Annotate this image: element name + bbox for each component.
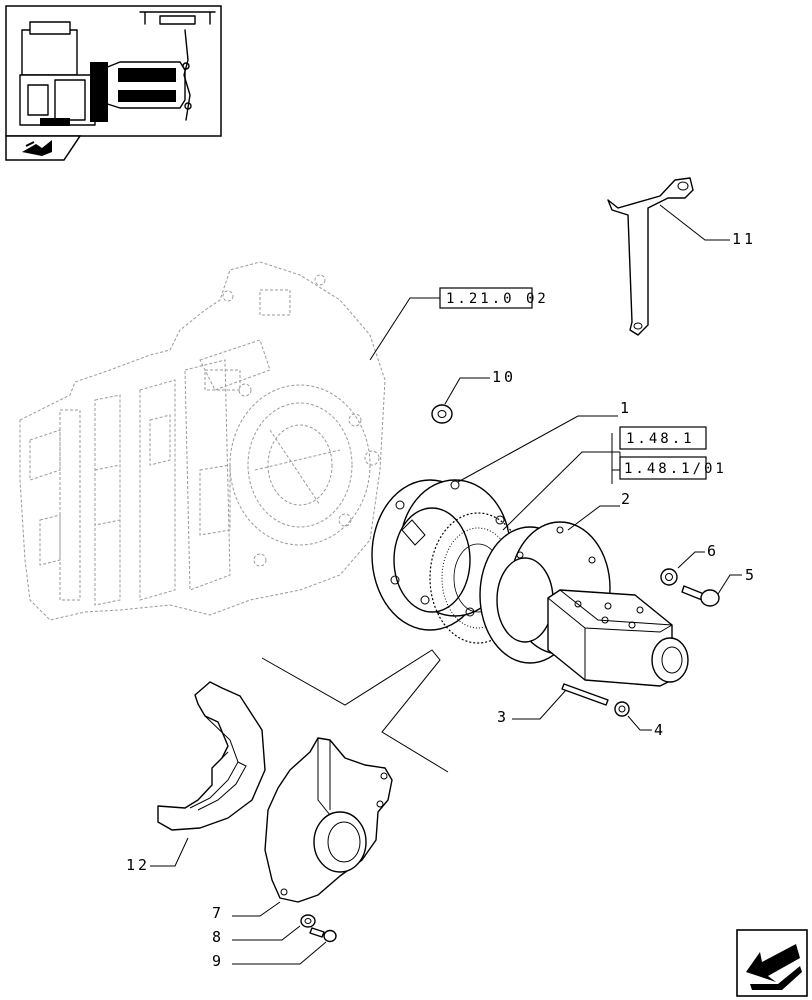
assembly-guide-lines: [261, 649, 449, 773]
next-page-arrow-icon[interactable]: [736, 929, 808, 997]
callout-labels: 1 2 3 4 5 6 7 8 9 10 11 12: [126, 230, 757, 970]
callout-9: 9: [212, 952, 224, 970]
arrow-bookmark-icon[interactable]: [5, 135, 82, 161]
callout-1: 1: [620, 399, 632, 417]
callout-7: 7: [212, 904, 224, 922]
part-8-washer[interactable]: [300, 914, 316, 928]
ref-box-1-48-1[interactable]: 1.48.1: [619, 426, 707, 450]
part-9-bolt[interactable]: [309, 927, 337, 943]
part-4-nut[interactable]: [614, 701, 630, 717]
callout-10: 10: [492, 368, 516, 386]
ref-label-1-21-0-02: 1.21.0 02: [446, 291, 549, 307]
part-7-cover-plate[interactable]: [264, 737, 393, 903]
ref-label-1-48-1-01: 1.48.1/01: [624, 461, 727, 477]
callout-6: 6: [707, 542, 719, 560]
callout-3: 3: [497, 708, 509, 726]
transmission-housing-ghost: [19, 261, 386, 621]
part-11-bracket[interactable]: [607, 177, 694, 336]
part-12-half-shell[interactable]: [157, 681, 266, 831]
ref-label-1-48-1: 1.48.1: [626, 431, 695, 447]
part-3-pin[interactable]: [561, 683, 609, 706]
part-5-bolt[interactable]: [681, 585, 720, 607]
callout-5: 5: [745, 566, 757, 584]
location-thumbnail[interactable]: [5, 5, 222, 137]
part-6-washer[interactable]: [660, 568, 678, 586]
ref-box-1-48-1-01[interactable]: 1.48.1/01: [619, 456, 727, 480]
callout-12: 12: [126, 856, 150, 874]
callout-2: 2: [621, 490, 633, 508]
callout-8: 8: [212, 928, 224, 946]
part-10-washer[interactable]: [431, 404, 453, 424]
callout-4: 4: [654, 721, 666, 739]
ref-box-1-21-0-02[interactable]: 1.21.0 02: [439, 287, 549, 309]
part-2-drive-flange[interactable]: [479, 521, 689, 687]
callout-11: 11: [732, 230, 756, 248]
